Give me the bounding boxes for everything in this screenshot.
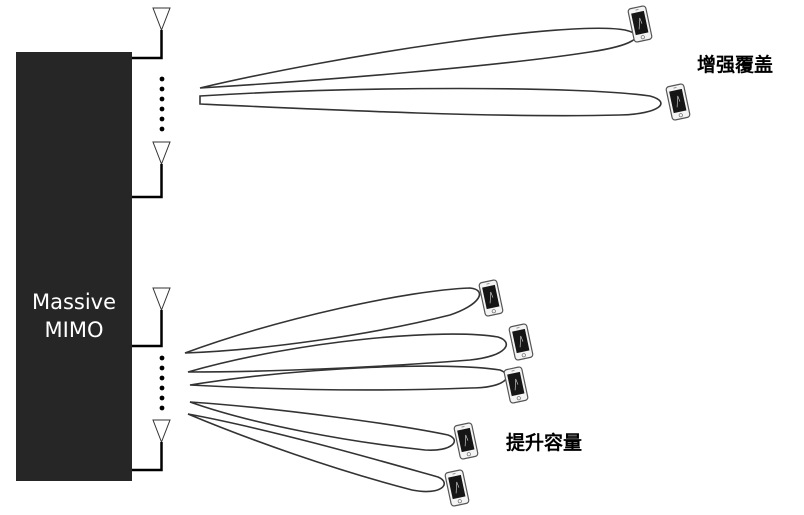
smartphone-icon bbox=[665, 82, 691, 122]
base-station-label-line2: MIMO bbox=[44, 318, 104, 342]
base-station-label-line1: Massive bbox=[31, 290, 117, 314]
antenna-group-bottom bbox=[132, 287, 171, 472]
coverage-region-label: 增强覆盖 bbox=[697, 54, 774, 76]
capacity-beams bbox=[184, 287, 508, 493]
beam-lobe bbox=[184, 287, 481, 354]
beam-lobe bbox=[187, 413, 445, 493]
antenna-feed-line bbox=[132, 30, 163, 60]
devices-coverage bbox=[627, 4, 691, 122]
beam-lobe bbox=[189, 401, 455, 451]
capacity-region-label: 提升容量 bbox=[506, 432, 583, 454]
smartphone-icon bbox=[444, 468, 470, 508]
antenna-icon bbox=[152, 141, 171, 166]
coverage-beams bbox=[199, 27, 662, 117]
antenna-icon bbox=[152, 7, 171, 32]
smartphone-icon bbox=[478, 278, 504, 318]
smartphone-icon bbox=[453, 421, 479, 461]
beam-lobe bbox=[199, 87, 662, 117]
beam-lobe bbox=[199, 27, 637, 89]
antenna-feed-line bbox=[132, 310, 163, 348]
vertical-dots-icon bbox=[159, 355, 165, 411]
base-station-label: Massive MIMO bbox=[16, 288, 132, 344]
smartphone-icon bbox=[627, 4, 653, 44]
antenna-icon bbox=[152, 287, 171, 312]
massive-mimo-base-station: Massive MIMO bbox=[16, 52, 132, 481]
antenna-feed-line bbox=[132, 164, 163, 199]
antenna-feed-line bbox=[132, 442, 163, 472]
smartphone-icon bbox=[503, 365, 529, 405]
antenna-icon bbox=[152, 419, 171, 444]
beam-lobe bbox=[187, 333, 508, 373]
vertical-dots-icon bbox=[159, 76, 165, 132]
smartphone-icon bbox=[508, 322, 534, 362]
beam-lobe bbox=[189, 365, 508, 391]
devices-capacity bbox=[444, 278, 534, 508]
antenna-group-top bbox=[132, 7, 171, 199]
